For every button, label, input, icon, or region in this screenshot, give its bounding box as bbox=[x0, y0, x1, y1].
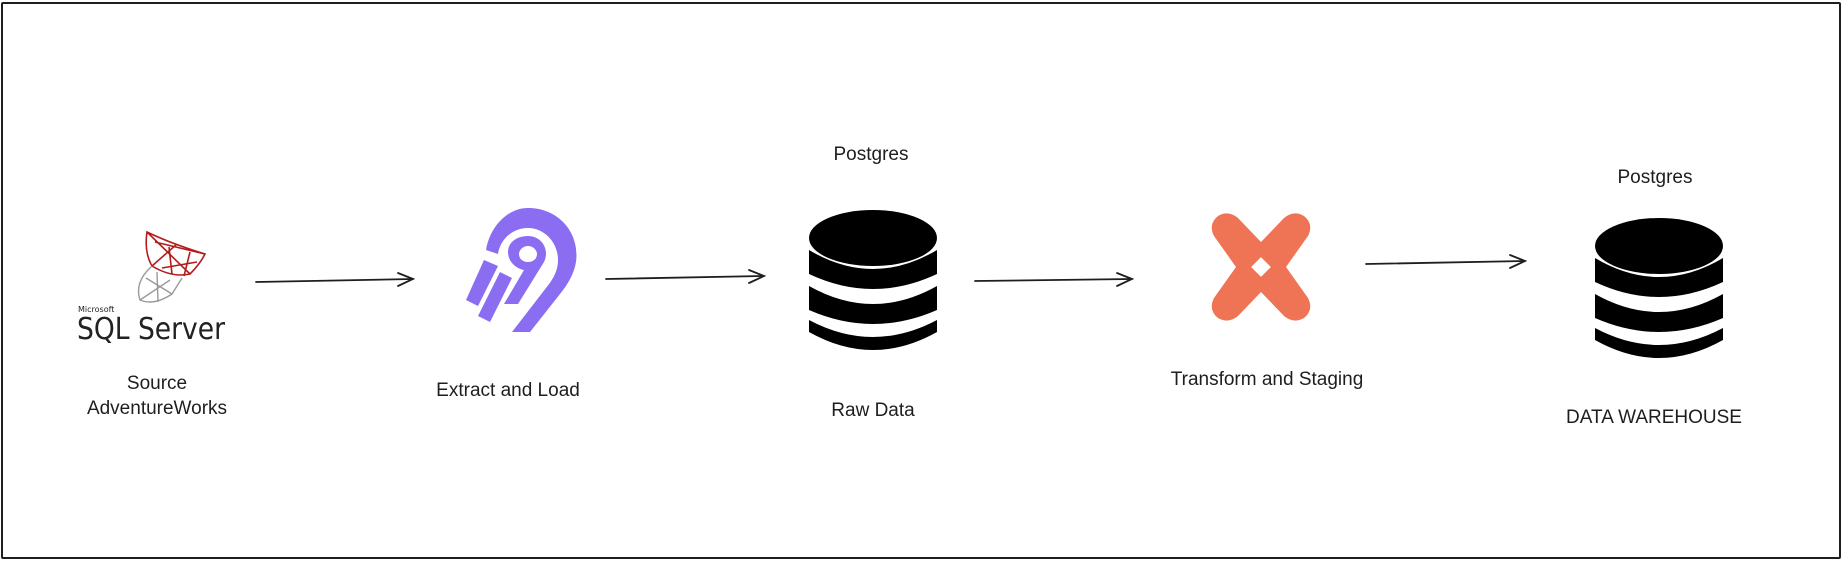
arrow-source-to-extract bbox=[255, 272, 416, 287]
source-label-line2: AdventureWorks bbox=[86, 398, 228, 419]
dbt-logo-icon bbox=[1206, 212, 1316, 322]
logo-small-text: Microsoft bbox=[78, 305, 114, 314]
extract-label: Extract and Load bbox=[436, 380, 580, 401]
arrow-extract-to-raw bbox=[605, 269, 767, 284]
warehouse-label: DATA WAREHOUSE bbox=[1566, 407, 1742, 428]
arrow-transform-to-warehouse bbox=[1365, 254, 1528, 269]
arrow-raw-to-transform bbox=[974, 272, 1135, 287]
source-label-line1: Source bbox=[126, 373, 188, 394]
database-icon bbox=[808, 208, 938, 358]
logo-main-text: SQL Server bbox=[77, 312, 226, 347]
warehouse-top-label: Postgres bbox=[1617, 167, 1693, 188]
database-icon bbox=[1594, 216, 1724, 366]
airbyte-logo-icon bbox=[458, 206, 584, 332]
raw-label: Raw Data bbox=[831, 400, 915, 421]
raw-top-label: Postgres bbox=[833, 144, 909, 165]
transform-label: Transform and Staging bbox=[1170, 369, 1364, 390]
sql-server-logo-icon: Microsoft SQL Server bbox=[72, 222, 232, 347]
